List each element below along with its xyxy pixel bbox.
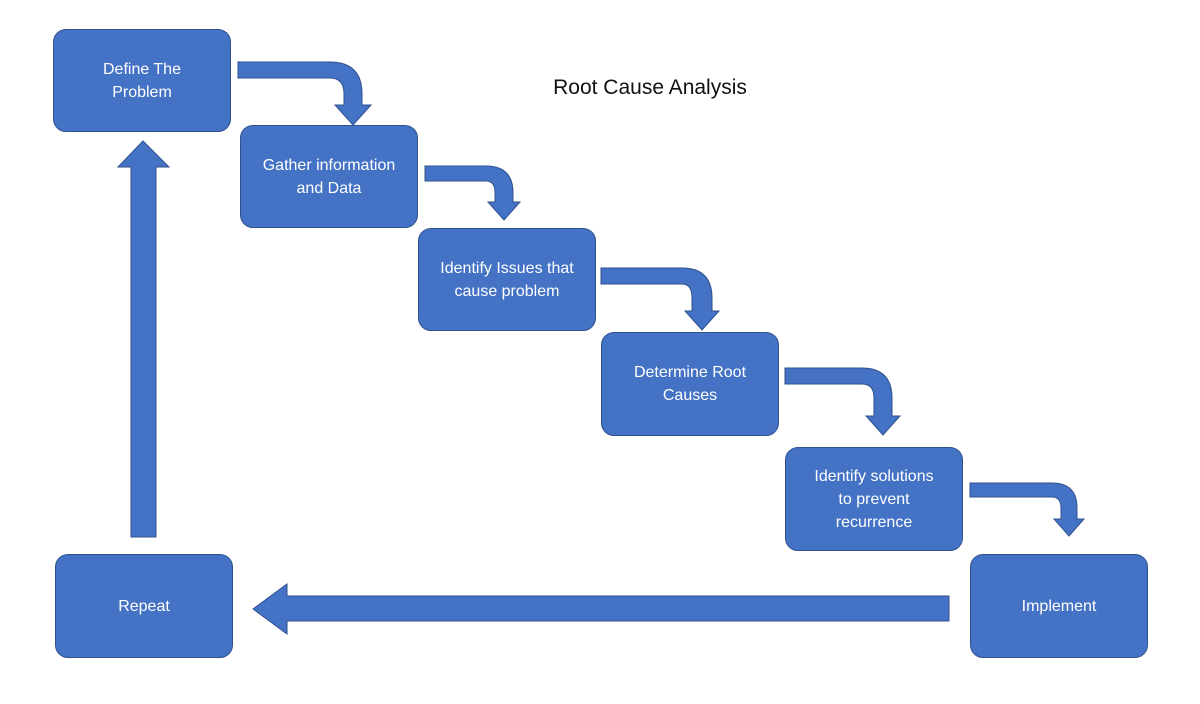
step-determine-root-causes: Determine Root Causes: [601, 332, 779, 436]
step-define-problem: Define The Problem: [53, 29, 231, 132]
step-identify-issues: Identify Issues that cause problem: [418, 228, 596, 331]
bent-arrow-determine-to-solutions: [784, 367, 902, 436]
up-arrow-repeat-to-define: [116, 140, 171, 538]
step-repeat: Repeat: [55, 554, 233, 658]
bent-arrow-define-to-gather: [237, 61, 373, 126]
step-identify-solutions: Identify solutions to prevent recurrence: [785, 447, 963, 551]
bent-arrow-issues-to-determine: [600, 267, 721, 331]
step-gather-information: Gather information and Data: [240, 125, 418, 228]
bent-arrow-solutions-to-implement: [969, 482, 1086, 537]
diagram-title: Root Cause Analysis: [553, 76, 747, 99]
step-implement: Implement: [970, 554, 1148, 658]
bent-arrow-gather-to-issues: [424, 165, 522, 221]
left-arrow-implement-to-repeat: [252, 583, 950, 635]
